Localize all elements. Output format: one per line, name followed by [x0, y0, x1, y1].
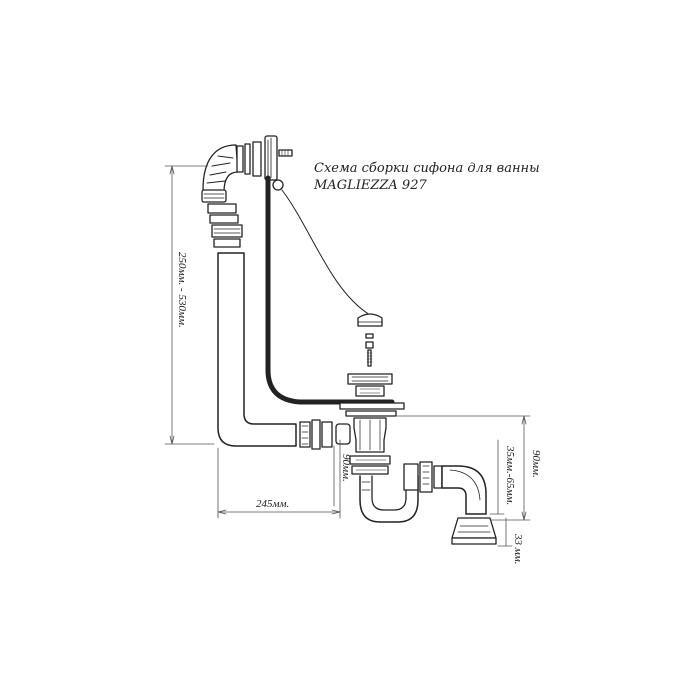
plug-chain — [272, 179, 371, 316]
dimension-cap-value: 33 — [512, 534, 524, 545]
outlet-cone — [451, 517, 497, 545]
overflow-elbow — [201, 144, 239, 203]
control-cable — [265, 175, 395, 405]
dimension-height-label: 250мм. - 530мм. — [176, 252, 188, 328]
dimension-outlet-label: 35мм.-65мм. — [504, 446, 516, 506]
dimension-drop-left-label: 90мм. — [340, 454, 352, 482]
overflow-nut — [207, 203, 243, 248]
overflow-tube — [217, 252, 297, 447]
side-connector — [299, 419, 351, 450]
drain-body — [349, 417, 391, 475]
dimension-drop-right-label: 90мм. — [530, 450, 542, 478]
drain-plug — [357, 313, 383, 367]
drain-flange — [339, 402, 405, 417]
overflow-gaskets — [236, 135, 293, 181]
dimension-lines — [164, 165, 531, 547]
outlet-nut — [403, 461, 443, 493]
diagram-title: Схема сборки сифона для ванны MAGLIEZZA … — [314, 160, 540, 194]
title-line-2: MAGLIEZZA 927 — [314, 178, 427, 193]
drain-grate — [347, 373, 393, 397]
dimension-length-label: 245мм. — [256, 498, 290, 510]
dimension-cap-label: 33 мм. — [512, 534, 524, 565]
outlet-elbow — [441, 465, 487, 515]
title-line-1: Схема сборки сифона для ванны — [314, 161, 540, 176]
dimension-cap-unit: мм. — [512, 547, 524, 565]
